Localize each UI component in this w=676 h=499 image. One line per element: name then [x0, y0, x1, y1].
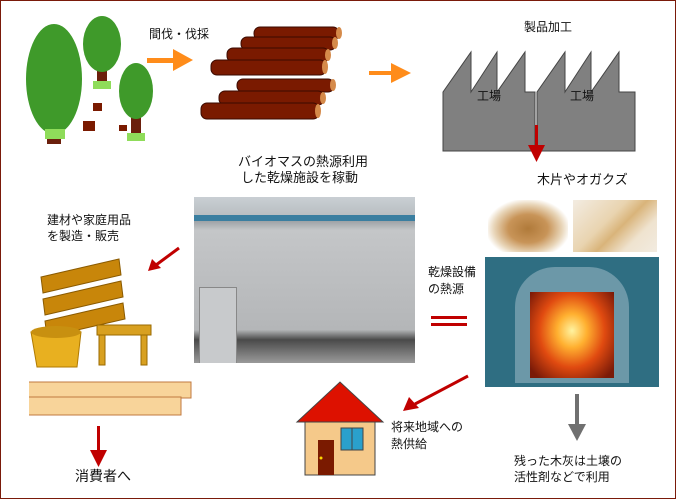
- orange-arrow-icon: [147, 49, 193, 71]
- red-arrow-down-icon: [528, 125, 545, 162]
- factory-illustration: [442, 50, 636, 152]
- heat-source-label-line1: 乾燥設備: [428, 265, 477, 279]
- orange-arrow-icon: [369, 63, 411, 83]
- door-icon: [318, 440, 334, 475]
- log-pile-illustration: [200, 26, 342, 120]
- chips-label: 木片やオガクズ: [537, 173, 628, 188]
- heat-source-label-line2: の熱源: [428, 282, 465, 296]
- factory-label: 工場: [570, 89, 595, 103]
- biomass-label-line1: バイオマスの熱源利用: [238, 155, 369, 170]
- products-label-line1: 建材や家庭用品: [47, 213, 132, 227]
- consumers-label: 消費者へ: [75, 469, 131, 485]
- stool-icon: [96, 324, 152, 366]
- district-heat-label-line2: 熱供給: [391, 437, 428, 451]
- lumber-icon: [29, 381, 192, 416]
- thinning-label: 間伐・伐採: [149, 27, 210, 41]
- equals-sign-icon: [431, 316, 467, 326]
- ash-label-line2: 活性剤などで利用: [514, 470, 610, 484]
- drying-facility-photo: [194, 197, 415, 363]
- forest-trees-illustration: [26, 16, 153, 144]
- tree-icon: [119, 63, 153, 141]
- tree-icon: [26, 24, 82, 144]
- wood-products-illustration: [29, 258, 192, 416]
- biomass-label-line2: した乾燥施設を稼動: [241, 171, 359, 186]
- wood-chips-photo: [573, 200, 657, 252]
- red-arrow-down-icon: [90, 426, 107, 467]
- grey-arrow-down-icon: [568, 394, 586, 441]
- house-illustration: [295, 381, 385, 476]
- red-arrow-icon: [148, 246, 180, 271]
- sawdust-photo: [488, 200, 568, 252]
- ash-label-line1: 残った木灰は土壌の: [514, 454, 623, 468]
- red-arrow-icon: [403, 374, 469, 411]
- processing-label: 製品加工: [524, 20, 573, 34]
- tree-icon: [83, 16, 121, 89]
- stump-icon: [83, 103, 127, 131]
- factory-label: 工場: [477, 89, 502, 103]
- district-heat-label-line1: 将来地域への: [391, 420, 464, 434]
- furnace-photo: [485, 257, 659, 387]
- bucket-icon: [30, 326, 82, 368]
- products-label-line2: を製造・販売: [47, 229, 120, 243]
